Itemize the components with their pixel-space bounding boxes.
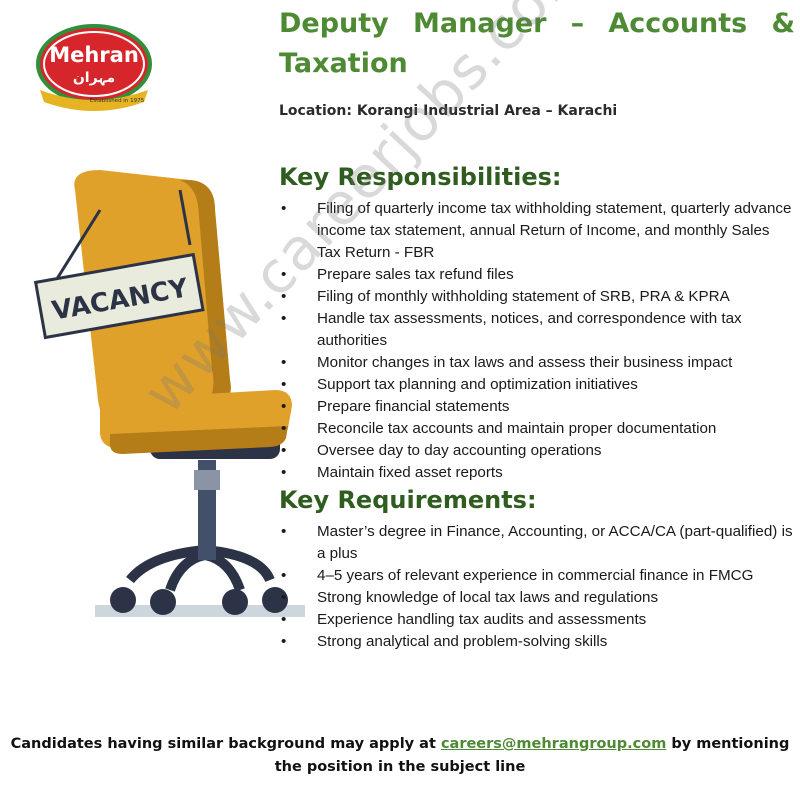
list-item: 4–5 years of relevant experience in comm… — [279, 565, 793, 587]
list-item: Support tax planning and optimization in… — [279, 374, 793, 396]
vacancy-chair-illustration: VACANCY — [30, 150, 310, 630]
job-title: Deputy Manager – Accounts & Taxation — [279, 8, 795, 79]
logo-brand-urdu: مہران — [73, 70, 115, 86]
list-item: Reconcile tax accounts and maintain prop… — [279, 418, 793, 440]
list-item: Experience handling tax audits and asses… — [279, 609, 793, 631]
requirements-list: Master’s degree in Finance, Accounting, … — [279, 521, 793, 653]
list-item: Monitor changes in tax laws and assess t… — [279, 352, 793, 374]
logo-badge-icon: Mehran مہران Established in 1975 — [36, 24, 152, 111]
apply-text-after: by mentioning the position in the subjec… — [274, 736, 790, 775]
list-item: Filing of quarterly income tax withholdi… — [279, 198, 793, 264]
careers-email-link[interactable]: careers@mehrangroup.com — [440, 736, 667, 752]
responsibilities-list: Filing of quarterly income tax withholdi… — [279, 198, 793, 484]
list-item: Prepare sales tax refund files — [279, 264, 793, 286]
list-item: Filing of monthly withholding statement … — [279, 286, 793, 308]
list-item: Strong knowledge of local tax laws and r… — [279, 587, 793, 609]
logo-tagline: Established in 1975 — [90, 98, 145, 104]
list-item: Maintain fixed asset reports — [279, 462, 793, 484]
list-item: Handle tax assessments, notices, and cor… — [279, 308, 793, 352]
responsibilities-heading: Key Responsibilities: — [279, 163, 562, 191]
job-location: Location: Korangi Industrial Area – Kara… — [279, 103, 617, 119]
mehran-logo: Mehran مہران Established in 1975 — [34, 22, 154, 112]
location-label: Location: — [279, 103, 352, 119]
requirements-heading: Key Requirements: — [279, 486, 537, 514]
list-item: Prepare financial statements — [279, 396, 793, 418]
list-item: Oversee day to day accounting operations — [279, 440, 793, 462]
apply-instructions: Candidates having similar background may… — [0, 733, 800, 779]
list-item: Strong analytical and problem-solving sk… — [279, 631, 793, 653]
list-item: Master’s degree in Finance, Accounting, … — [279, 521, 793, 565]
logo-brand: Mehran — [49, 43, 139, 67]
location-value: Korangi Industrial Area – Karachi — [356, 103, 618, 119]
office-chair-icon: VACANCY — [33, 170, 305, 617]
apply-text-before: Candidates having similar background may… — [10, 736, 441, 752]
